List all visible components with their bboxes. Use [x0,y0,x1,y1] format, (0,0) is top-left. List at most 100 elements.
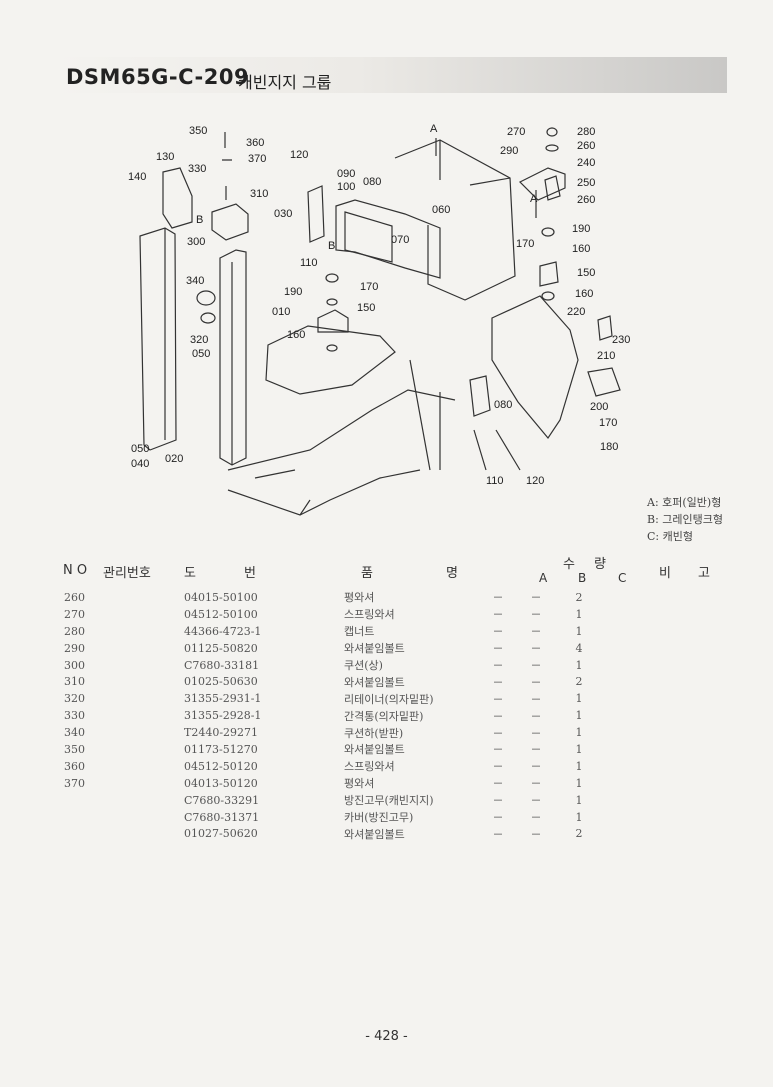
cell-no: 350 [64,742,85,756]
header-qty-1: 수 [563,557,575,572]
cell-c: 1 [575,810,583,824]
cell-c: 1 [575,658,583,672]
cell-a: － [492,659,504,672]
cell-a: － [492,608,504,622]
callout-170-center: 170 [360,281,378,293]
callout-270: 270 [507,126,525,138]
cell-b: － [530,675,542,689]
callout-120-left: 120 [290,149,308,161]
callout-080-upper: 080 [363,176,381,188]
callout-220: 220 [567,306,585,318]
cell-name: 리테이너(의자밑판) [344,692,434,706]
cell-name: 와셔붙임볼트 [344,675,405,689]
cell-a: － [492,692,504,706]
cell-b: － [530,827,542,841]
cell-code: 04512-50120 [184,759,258,773]
callout-170-right: 170 [516,238,534,250]
title-bar [54,57,727,93]
cell-a: － [492,709,504,723]
callout-250: 250 [577,177,595,189]
header-qty-a: A [539,571,548,585]
callout-350: 350 [189,125,207,137]
callout-370: 370 [248,153,266,165]
cell-no [60,809,184,826]
callout-120-lower: 120 [526,475,544,487]
cell-b: － [530,692,542,706]
cell-c: 2 [575,590,583,604]
cell-no: 300 [64,658,85,672]
cell-a: － [492,760,504,774]
cell-code: 01025-50630 [184,675,258,689]
cell-a: － [492,726,504,740]
cell-b: － [530,709,542,723]
cell-code: 01125-50820 [184,641,258,655]
callout-200: 200 [590,401,608,413]
cell-no: 290 [64,641,85,655]
header-name-2: 명 [446,566,458,581]
cell-c: 1 [575,742,583,756]
callout-190-center: 190 [284,286,302,298]
cell-code: 01027-50620 [184,827,258,841]
callout-050-lower: 050 [131,443,149,455]
callout-080-lower: 080 [494,399,512,411]
cell-a: － [492,642,504,656]
cell-c: 2 [575,827,583,841]
callout-280: 280 [577,126,595,138]
callout-050-upper: 050 [192,348,210,360]
cell-no: 260 [64,590,85,604]
header-qty-b: B [578,571,587,585]
callout-060: 060 [432,204,450,216]
cell-no: 320 [64,692,85,706]
cell-name: 쿠션하(받판) [344,726,404,740]
callout-150-right: 150 [577,267,595,279]
cell-c: 2 [575,675,583,689]
header-drawing-2: 번 [244,566,256,581]
cell-code: 04512-50100 [184,607,258,621]
legend-type-a: A: 호퍼(일반)형 [647,496,722,509]
cell-a: － [492,794,504,808]
cell-name: 와셔붙임볼트 [344,642,405,656]
callout-340: 340 [186,275,204,287]
cell-a: － [492,743,504,757]
header-qty-c: C [618,571,627,585]
cell-b: － [530,608,542,622]
cell-c: 1 [575,793,583,807]
callout-310: 310 [250,188,268,200]
cell-c: 1 [575,776,583,790]
cell-no: 270 [64,607,85,621]
cell-no: 330 [64,709,85,723]
cell-code: 31355-2931-1 [184,692,262,706]
cell-b: － [530,743,542,757]
legend-type-c: C: 캐빈형 [647,530,693,543]
cell-b: － [530,591,542,605]
callout-140: 140 [128,171,146,183]
callout-360: 360 [246,137,264,149]
callout-300: 300 [187,236,205,248]
callout-a-top: A [430,123,438,135]
cell-no: 360 [64,759,85,773]
cell-code: 04015-50100 [184,590,258,604]
group-name: 캐빈지지 그룹 [238,73,332,92]
cell-b: － [530,777,542,791]
callout-160-center: 160 [287,329,305,341]
cell-c: 1 [575,759,583,773]
callout-090: 090 [337,168,355,180]
callout-b-mid: B [328,240,335,252]
exploded-parts-diagram: 350 360 370 130 330 140 310 030 B 300 34… [128,123,630,516]
legend-type-b: B: 그레인탱크형 [647,513,724,526]
callout-150-center: 150 [357,302,375,314]
callout-100: 100 [337,181,355,193]
callout-290: 290 [500,145,518,157]
cell-no: 310 [64,675,85,689]
header-remarks-1: 비 [659,566,671,581]
cell-code: C7680-31371 [184,810,260,824]
